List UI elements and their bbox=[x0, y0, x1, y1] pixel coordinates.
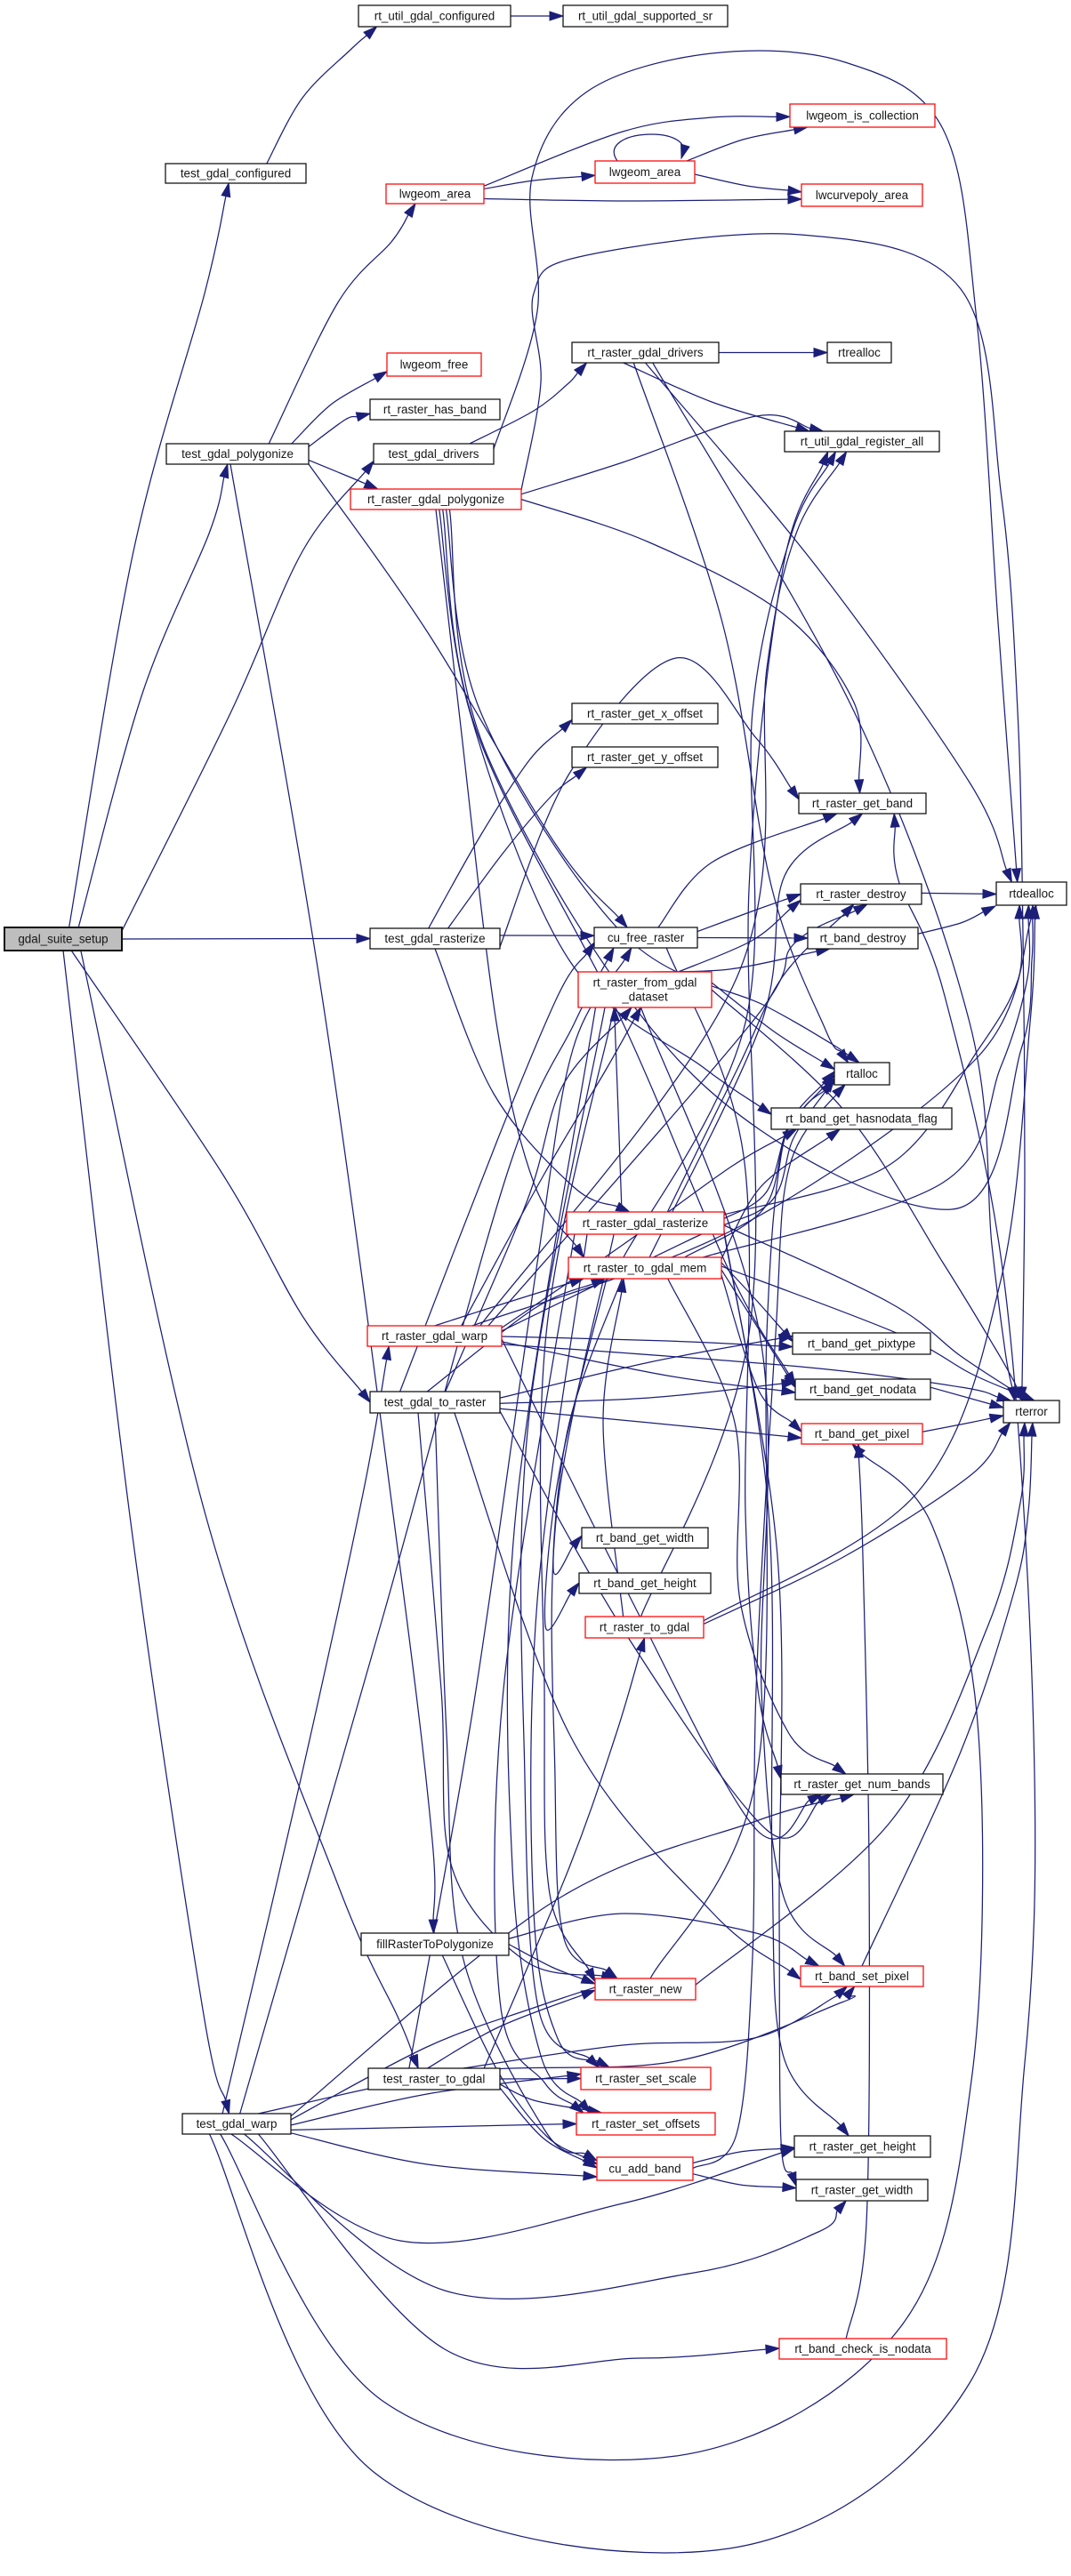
svg-text:fillRasterToPolygonize: fillRasterToPolygonize bbox=[376, 1938, 494, 1951]
svg-text:rtdealloc: rtdealloc bbox=[1009, 887, 1054, 901]
svg-text:rt_raster_to_gdal_mem: rt_raster_to_gdal_mem bbox=[584, 1262, 706, 1275]
svg-text:rt_band_get_nodata: rt_band_get_nodata bbox=[809, 1383, 916, 1396]
svg-text:rt_raster_get_y_offset: rt_raster_get_y_offset bbox=[587, 750, 703, 764]
svg-text:test_raster_to_gdal: test_raster_to_gdal bbox=[383, 2073, 486, 2086]
svg-text:rt_band_check_is_nodata: rt_band_check_is_nodata bbox=[794, 2342, 931, 2355]
svg-text:rt_raster_get_height: rt_raster_get_height bbox=[809, 2140, 916, 2154]
svg-text:rt_util_gdal_configured: rt_util_gdal_configured bbox=[374, 10, 495, 23]
svg-text:gdal_suite_setup: gdal_suite_setup bbox=[18, 933, 108, 946]
svg-text:rt_band_get_pixel: rt_band_get_pixel bbox=[815, 1427, 909, 1440]
svg-text:test_gdal_rasterize: test_gdal_rasterize bbox=[384, 932, 485, 945]
svg-text:rterror: rterror bbox=[1015, 1405, 1048, 1418]
svg-text:cu_add_band: cu_add_band bbox=[608, 2163, 680, 2176]
svg-text:rt_raster_set_offsets: rt_raster_set_offsets bbox=[592, 2117, 700, 2131]
svg-text:test_gdal_configured: test_gdal_configured bbox=[181, 167, 291, 181]
svg-text:test_gdal_to_raster: test_gdal_to_raster bbox=[384, 1396, 487, 1409]
svg-text:rt_raster_get_x_offset: rt_raster_get_x_offset bbox=[587, 707, 703, 720]
svg-text:rt_util_gdal_register_all: rt_util_gdal_register_all bbox=[801, 435, 923, 448]
svg-text:test_gdal_polygonize: test_gdal_polygonize bbox=[181, 447, 294, 461]
svg-text:rt_raster_new: rt_raster_new bbox=[609, 1983, 682, 1996]
svg-text:rt_raster_get_width: rt_raster_get_width bbox=[811, 2184, 914, 2197]
svg-text:rtrealloc: rtrealloc bbox=[838, 346, 881, 359]
svg-text:rt_band_get_pixtype: rt_band_get_pixtype bbox=[808, 1337, 915, 1351]
svg-text:rt_band_get_hasnodata_flag: rt_band_get_hasnodata_flag bbox=[785, 1112, 938, 1126]
svg-text:rt_band_set_pixel: rt_band_set_pixel bbox=[815, 1970, 909, 1983]
svg-text:test_gdal_drivers: test_gdal_drivers bbox=[389, 447, 479, 461]
svg-text:rtalloc: rtalloc bbox=[846, 1067, 878, 1080]
svg-text:rt_raster_gdal_drivers: rt_raster_gdal_drivers bbox=[587, 346, 704, 359]
svg-text:rt_raster_get_num_bands: rt_raster_get_num_bands bbox=[793, 1778, 930, 1791]
svg-text:rt_raster_set_scale: rt_raster_set_scale bbox=[595, 2072, 697, 2085]
svg-text:rt_util_gdal_supported_sr: rt_util_gdal_supported_sr bbox=[578, 10, 713, 23]
svg-text:rt_raster_destroy: rt_raster_destroy bbox=[816, 887, 906, 901]
svg-text:rt_band_destroy: rt_band_destroy bbox=[820, 932, 906, 945]
svg-text:lwcurvepoly_area: lwcurvepoly_area bbox=[816, 189, 909, 202]
svg-text:test_gdal_warp: test_gdal_warp bbox=[197, 2117, 278, 2131]
svg-text:rt_raster_gdal_rasterize: rt_raster_gdal_rasterize bbox=[583, 1216, 708, 1230]
svg-text:rt_raster_gdal_polygonize: rt_raster_gdal_polygonize bbox=[367, 493, 504, 506]
svg-text:lwgeom_is_collection: lwgeom_is_collection bbox=[806, 109, 919, 123]
svg-text:rt_raster_from_gdal: rt_raster_from_gdal bbox=[593, 976, 697, 990]
svg-text:rt_raster_get_band: rt_raster_get_band bbox=[812, 797, 913, 810]
svg-text:lwgeom_area: lwgeom_area bbox=[399, 188, 471, 201]
svg-text:rt_band_get_width: rt_band_get_width bbox=[596, 1531, 694, 1545]
svg-text:rt_raster_has_band: rt_raster_has_band bbox=[383, 403, 487, 416]
svg-text:_dataset: _dataset bbox=[621, 990, 668, 1003]
svg-text:cu_free_raster: cu_free_raster bbox=[608, 931, 685, 944]
svg-text:rt_band_get_height: rt_band_get_height bbox=[593, 1577, 697, 1590]
svg-text:rt_raster_gdal_warp: rt_raster_gdal_warp bbox=[382, 1329, 487, 1343]
svg-text:lwgeom_area: lwgeom_area bbox=[609, 165, 681, 179]
svg-text:rt_raster_to_gdal: rt_raster_to_gdal bbox=[600, 1621, 689, 1634]
svg-text:lwgeom_free: lwgeom_free bbox=[400, 358, 469, 372]
